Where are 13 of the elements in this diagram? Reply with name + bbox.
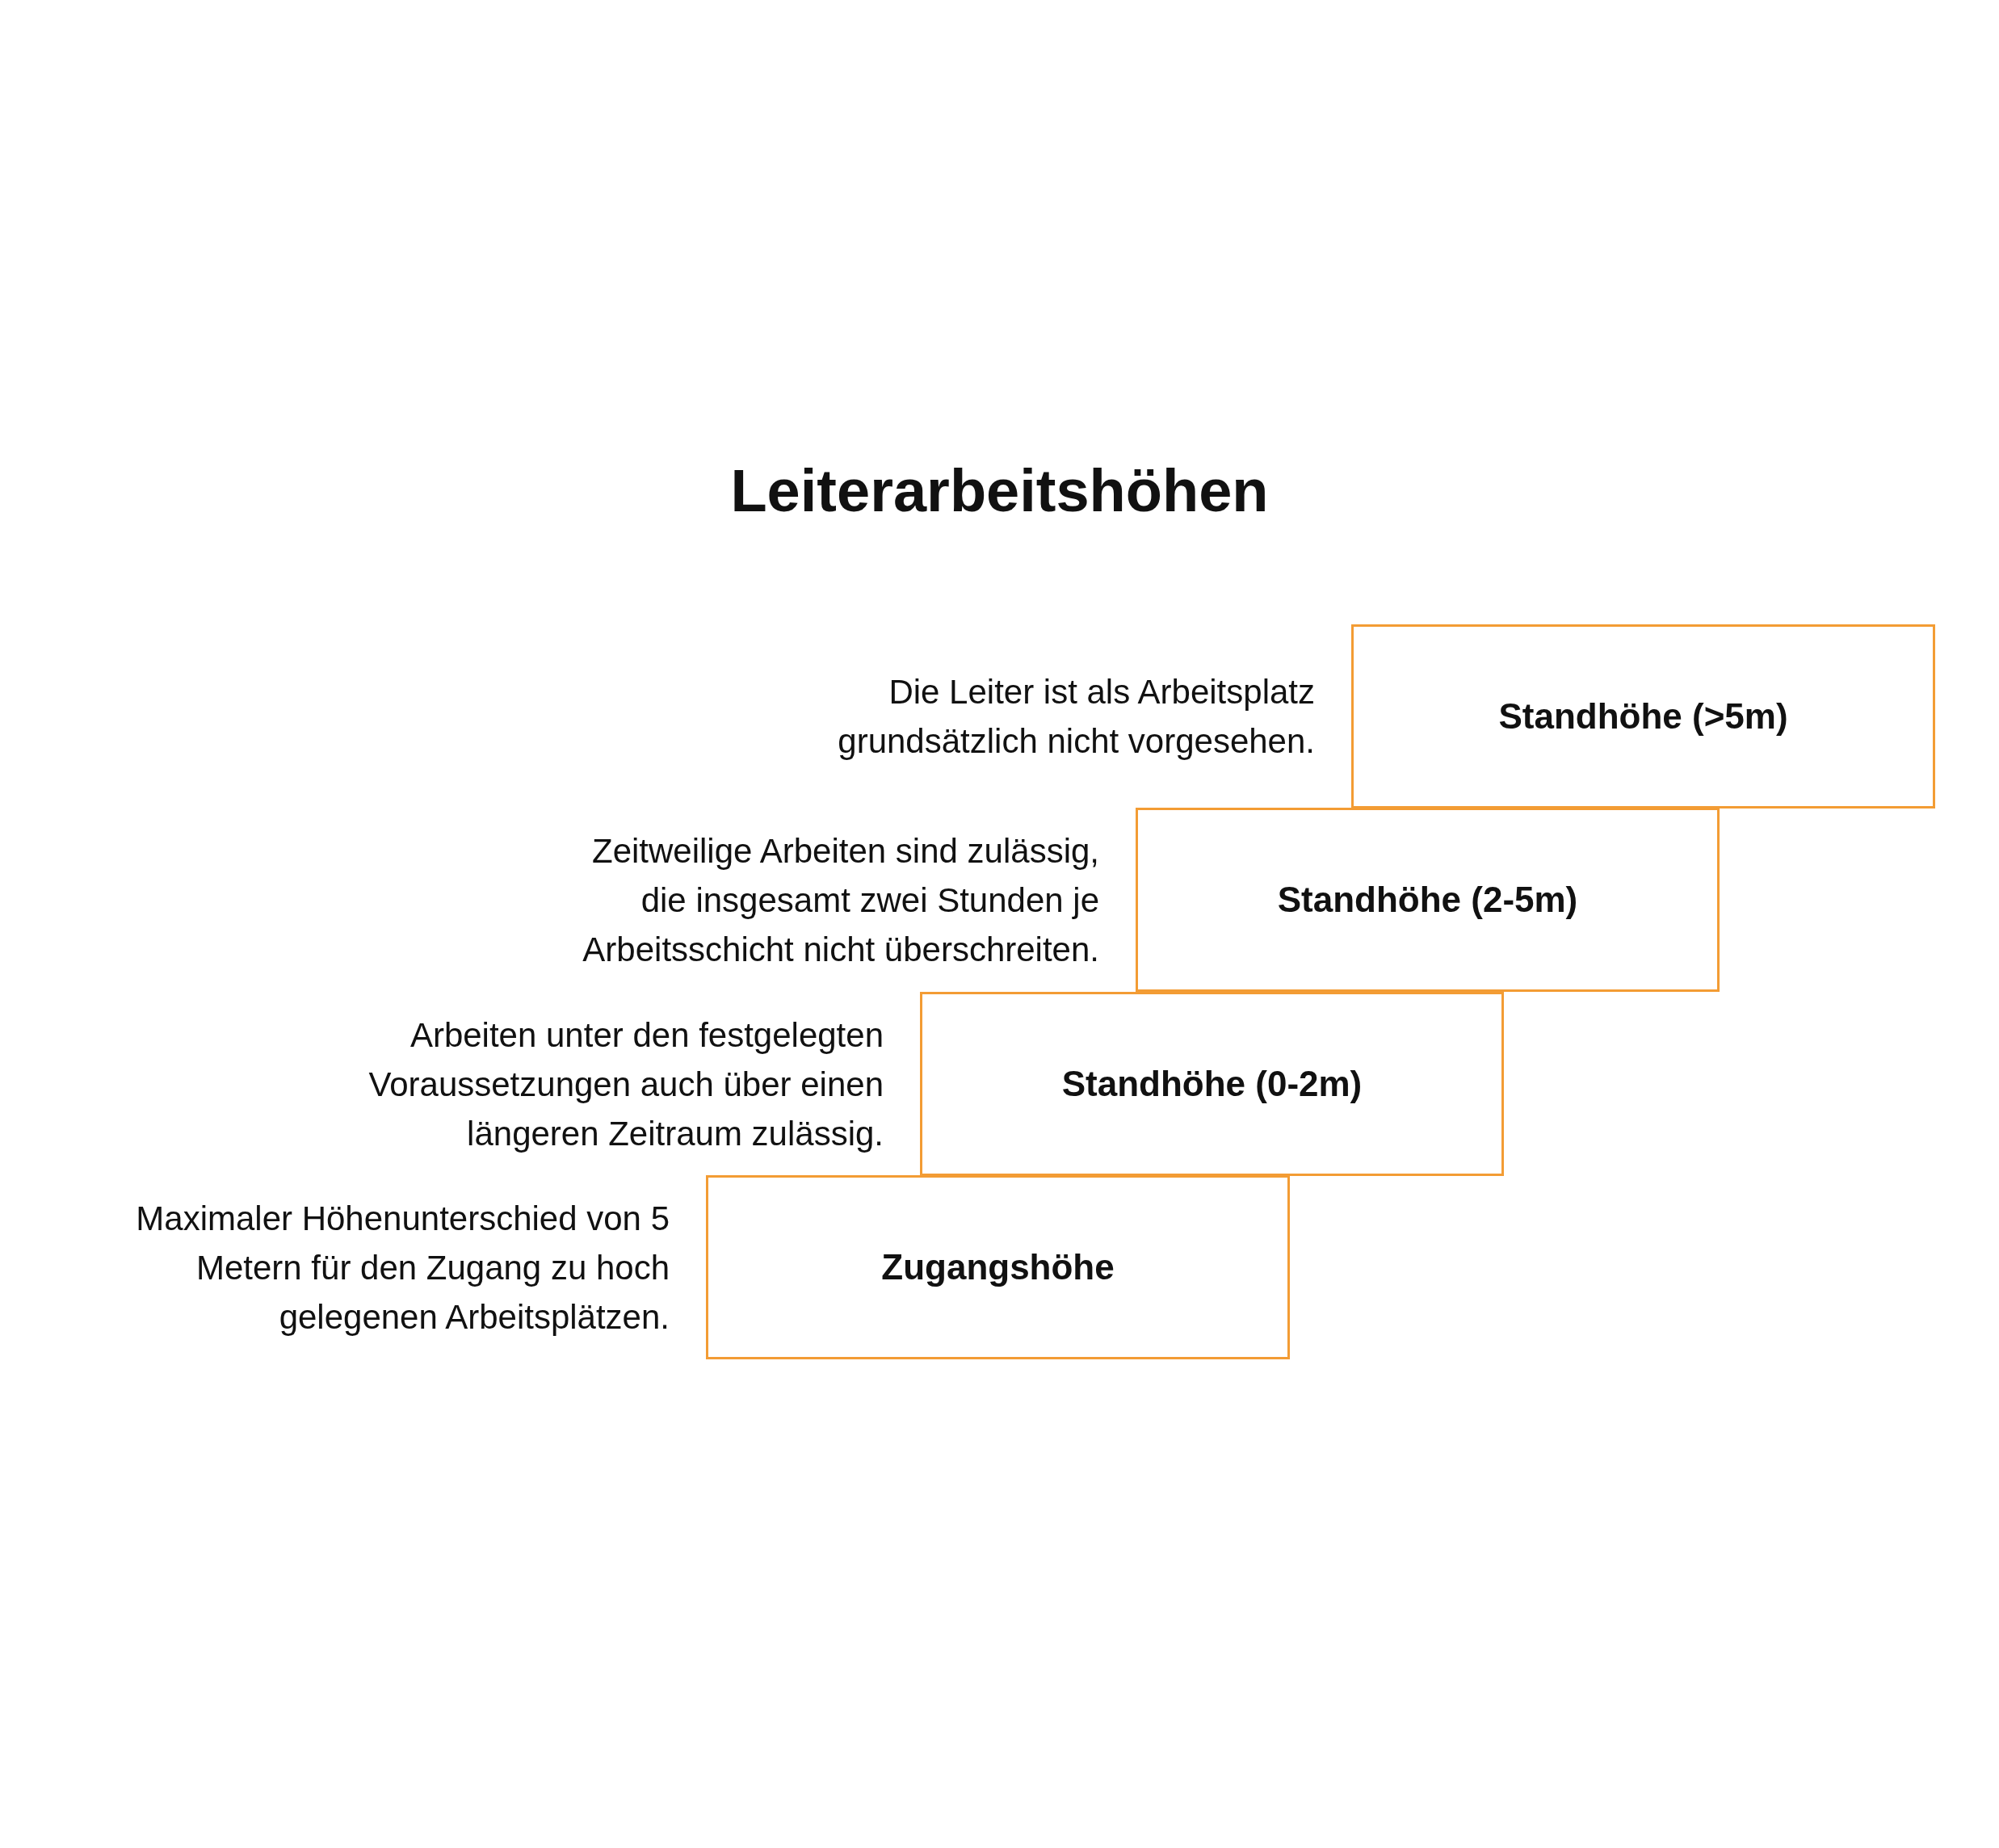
description-text: Zeitweilige Arbeiten sind zulässig, die insgesamt zwei Stunden je Arbeitsschicht nicht überschreiten. (582, 831, 1099, 970)
step-label: Standhöhe (2-5m) (1277, 880, 1578, 920)
step-label: Zugangshöhe (881, 1247, 1115, 1287)
step-label: Standhöhe (0-2m) (1061, 1064, 1363, 1104)
description-text: Die Leiter ist als Arbeitsplatz grundsätzlich nicht vorgesehen. (837, 672, 1315, 762)
step-box (920, 992, 1504, 1176)
step-box (706, 1175, 1290, 1359)
step-box (1136, 808, 1720, 992)
step-label: Standhöhe (>5m) (1498, 696, 1788, 737)
diagram-title: Leiterarbeitshöhen (729, 456, 1270, 525)
description-text: Arbeiten unter den festgelegten Voraussetzungen auch über einen längeren Zeitraum zulässig. (367, 1015, 884, 1154)
description-text: Maximaler Höhenunterschied von 5 Metern für den Zugang zu hoch gelegenen Arbeitsplätzen. (135, 1199, 670, 1338)
step-box (1351, 624, 1935, 808)
